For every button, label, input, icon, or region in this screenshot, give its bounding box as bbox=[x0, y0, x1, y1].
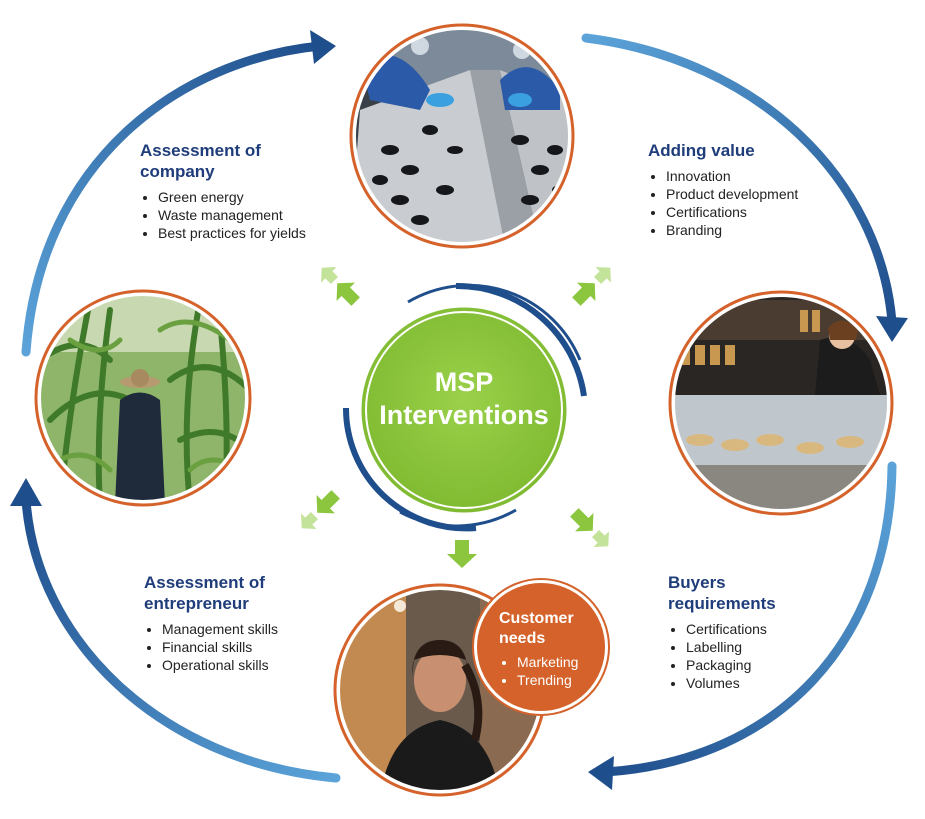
customer-needs-badge: Customer needs Marketing Trending bbox=[474, 580, 608, 714]
arrow-down bbox=[447, 540, 477, 568]
photo-processing-line bbox=[349, 23, 575, 249]
buyers-requirements-title-line2: requirements bbox=[668, 594, 776, 613]
list-item: Trending bbox=[517, 671, 578, 689]
customer-needs-title-line1: Customer bbox=[499, 610, 574, 627]
center-rings bbox=[342, 282, 587, 532]
center-label-line2: Interventions bbox=[379, 400, 549, 430]
list-item: Operational skills bbox=[162, 656, 278, 674]
assessment-company-block: Assessment of company Green energy Waste… bbox=[140, 140, 306, 242]
center-circle bbox=[358, 304, 570, 516]
list-item: Volumes bbox=[686, 674, 776, 692]
assessment-entrepreneur-title: Assessment of entrepreneur bbox=[144, 572, 278, 614]
list-item: Financial skills bbox=[162, 638, 278, 656]
list-item: Product development bbox=[666, 185, 798, 203]
buyers-requirements-title-line1: Buyers bbox=[668, 573, 726, 592]
adding-value-title: Adding value bbox=[648, 141, 755, 160]
list-item: Waste management bbox=[158, 206, 306, 224]
adding-value-list: Innovation Product development Certifica… bbox=[648, 167, 798, 239]
assessment-entrepreneur-list: Management skills Financial skills Opera… bbox=[144, 620, 278, 674]
customer-needs-list: Marketing Trending bbox=[501, 653, 578, 689]
cycle-arrow-top-left bbox=[21, 30, 336, 357]
photo-corn-field bbox=[34, 289, 252, 507]
list-item: Management skills bbox=[162, 620, 278, 638]
list-item: Labelling bbox=[686, 638, 776, 656]
list-item: Branding bbox=[666, 221, 798, 239]
assessment-company-title: Assessment of company bbox=[140, 140, 306, 182]
customer-needs-title: Customer needs bbox=[499, 609, 574, 649]
adding-value-block: Adding value Innovation Product developm… bbox=[648, 140, 798, 239]
arrow-up-left bbox=[321, 267, 360, 306]
buyers-requirements-block: Buyers requirements Certifications Label… bbox=[668, 572, 776, 692]
cycle-arrow-bottom-right bbox=[588, 461, 897, 790]
buyers-requirements-list: Certifications Labelling Packaging Volum… bbox=[668, 620, 776, 692]
arrow-down-right bbox=[570, 508, 609, 547]
arrow-down-left bbox=[301, 490, 340, 529]
cycle-arrow-top-right bbox=[581, 33, 908, 342]
list-item: Innovation bbox=[666, 167, 798, 185]
assessment-entrepreneur-block: Assessment of entrepreneur Management sk… bbox=[144, 572, 278, 674]
buyers-requirements-title: Buyers requirements bbox=[668, 572, 776, 614]
arrow-up-right bbox=[572, 267, 611, 306]
list-item: Certifications bbox=[666, 203, 798, 221]
assessment-company-title-line1: Assessment of bbox=[140, 141, 261, 160]
assessment-company-title-line2: company bbox=[140, 162, 215, 181]
cycle-arrow-bottom-left bbox=[10, 478, 341, 783]
customer-needs-title-line2: needs bbox=[499, 630, 546, 647]
list-item: Certifications bbox=[686, 620, 776, 638]
center-label-line1: MSP bbox=[434, 367, 494, 397]
assessment-entrepreneur-title-line2: entrepreneur bbox=[144, 594, 249, 613]
list-item: Best practices for yields bbox=[158, 224, 306, 242]
list-item: Marketing bbox=[517, 653, 578, 671]
center-label: MSP Interventions bbox=[366, 366, 562, 432]
center-inner-ring bbox=[365, 311, 563, 509]
list-item: Packaging bbox=[686, 656, 776, 674]
green-arrows bbox=[301, 267, 611, 568]
photo-deli-counter bbox=[668, 290, 894, 516]
list-item: Green energy bbox=[158, 188, 306, 206]
assessment-entrepreneur-title-line1: Assessment of bbox=[144, 573, 265, 592]
assessment-company-list: Green energy Waste management Best pract… bbox=[140, 188, 306, 242]
